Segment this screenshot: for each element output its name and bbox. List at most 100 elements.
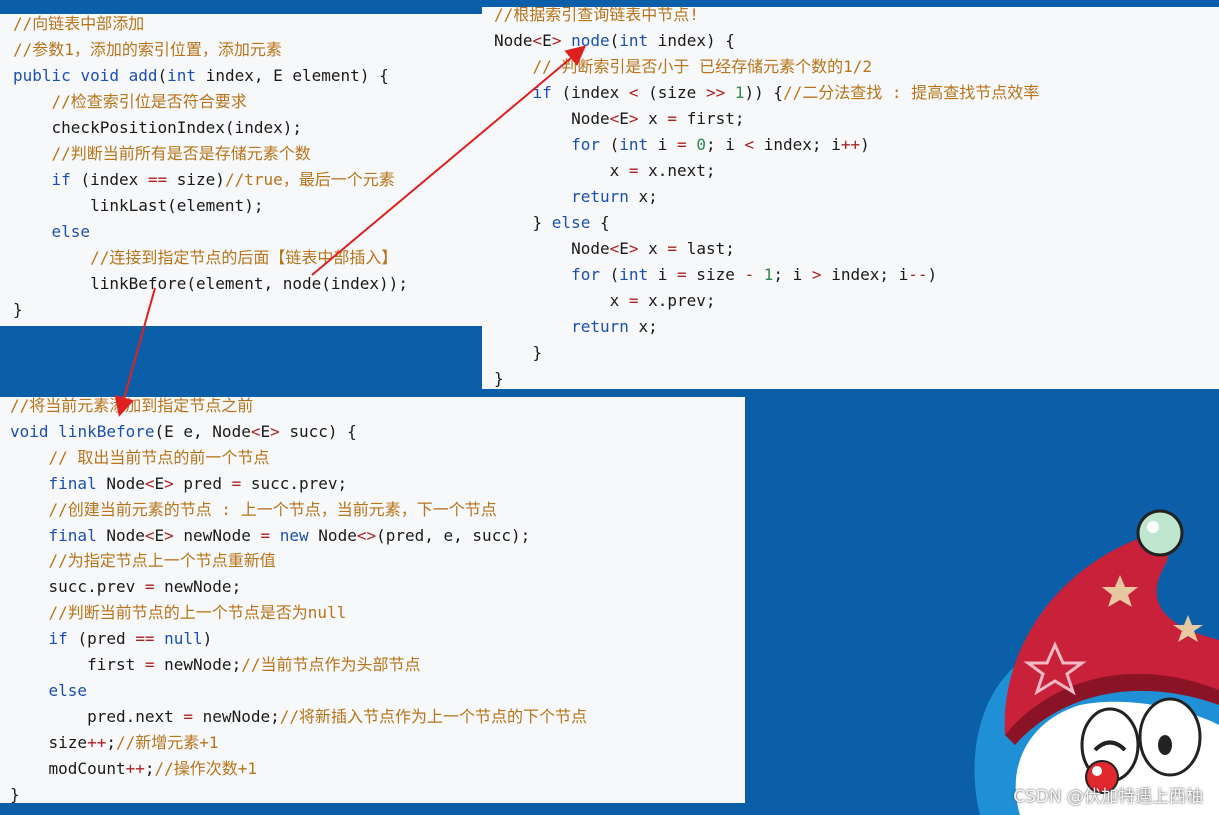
code-token: //根据索引查询链表中节点!: [494, 5, 699, 24]
code-token: else: [551, 213, 600, 232]
code-line: for (int i = size - 1; i > index; i--): [494, 262, 937, 288]
code-token: Node: [106, 473, 145, 493]
code-token: (: [609, 265, 620, 284]
code-token: <>: [356, 525, 377, 545]
code-line: for (int i = 0; i < index; i++): [494, 132, 870, 158]
code-line: x = x.next;: [494, 158, 716, 184]
code-line: checkPositionIndex(index);: [13, 115, 302, 141]
code-token: >>: [705, 83, 726, 102]
code-token: =: [260, 525, 271, 545]
code-token: new: [279, 525, 319, 545]
code-token: [13, 222, 52, 241]
code-token: ;: [144, 758, 155, 778]
code-token: int: [619, 265, 658, 284]
code-token: x: [638, 109, 668, 128]
code-line: //判断当前节点的上一个节点是否为null: [10, 600, 347, 626]
code-line: else: [10, 678, 88, 704]
code-token: //连接到指定节点的后面【链表中部插入】: [13, 248, 398, 267]
code-token: [687, 135, 697, 154]
code-token: if: [51, 170, 81, 189]
code-token: =: [667, 239, 678, 258]
code-token: //参数1，添加的索引位置，添加元素: [13, 40, 282, 59]
code-token: <: [250, 421, 261, 441]
code-token: newNode;: [193, 706, 280, 726]
code-panel-node-method: //根据索引查询链表中节点!Node<E> node(int index) { …: [482, 5, 1219, 392]
code-token: }: [494, 343, 543, 362]
code-token: //将当前元素添加到指定节点之前: [10, 396, 254, 415]
code-token: ++: [840, 135, 861, 154]
code-token: [10, 474, 49, 493]
code-token: ): [860, 135, 870, 154]
code-token: //向链表中部添加: [13, 14, 145, 33]
code-token: >: [270, 421, 280, 441]
code-token: last;: [677, 239, 735, 258]
code-token: >: [628, 239, 639, 258]
code-token: (index: [80, 170, 148, 189]
code-line: //参数1，添加的索引位置，添加元素: [13, 37, 282, 63]
code-token: if: [532, 83, 562, 102]
code-token: succ.prev: [10, 577, 145, 597]
code-token: i: [657, 135, 678, 154]
code-token: >: [628, 109, 639, 128]
code-token: i: [657, 265, 678, 284]
code-line: first = newNode;//当前节点作为头部节点: [10, 652, 420, 678]
code-token: //判断当前节点的上一个节点是否为null: [10, 603, 347, 623]
code-token: linkBefore(element, node(index));: [13, 274, 408, 293]
code-line: }: [494, 366, 504, 392]
code-token: add: [128, 66, 158, 85]
code-token: int: [619, 31, 658, 50]
code-token: x;: [638, 317, 658, 336]
code-token: for: [571, 135, 610, 154]
code-line: //将当前元素添加到指定节点之前: [10, 393, 253, 419]
code-token: void: [10, 421, 59, 441]
code-token: null: [164, 629, 203, 649]
code-token: linkBefore: [58, 421, 155, 441]
code-line: // 判断索引是否小于 已经存储元素个数的1/2: [494, 54, 872, 80]
code-token: (index: [561, 83, 629, 102]
code-token: ==: [147, 170, 168, 189]
code-token: size): [167, 170, 225, 189]
code-token: x.next;: [638, 161, 716, 180]
code-token: size: [10, 732, 88, 752]
code-token: (: [157, 66, 168, 85]
code-token: x: [638, 239, 668, 258]
code-token: =: [677, 135, 687, 154]
code-token: //检查索引位是否符合要求: [13, 92, 247, 111]
code-line: linkBefore(element, node(index));: [13, 271, 408, 297]
code-token: [10, 681, 49, 700]
code-token: //true，最后一个元素: [224, 170, 395, 189]
code-token: 1: [734, 83, 745, 102]
code-token: [494, 187, 571, 206]
code-token: -: [744, 265, 755, 284]
code-line: }: [10, 782, 20, 808]
code-token: //创建当前元素的节点 : 上一个节点，当前元素，下一个节点: [10, 499, 497, 519]
code-token: ): [927, 265, 938, 284]
code-token: <: [144, 473, 155, 493]
code-token: (size: [638, 83, 706, 102]
code-token: --: [908, 265, 928, 284]
code-line: Node<E> x = first;: [494, 106, 744, 132]
code-token: final: [48, 473, 107, 493]
code-token: >: [811, 265, 822, 284]
code-token: E: [260, 421, 271, 441]
code-token: =: [628, 161, 639, 180]
code-token: E: [154, 525, 165, 545]
code-token: ==: [135, 629, 155, 649]
code-token: }: [494, 213, 552, 232]
code-token: E: [619, 239, 629, 258]
code-token: succ.prev;: [241, 473, 348, 493]
code-token: ; i: [705, 135, 745, 154]
code-token: <: [144, 525, 155, 545]
code-token: [13, 170, 52, 189]
code-token: else: [51, 222, 91, 241]
code-token: final: [48, 525, 107, 545]
code-token: for: [571, 265, 610, 284]
code-token: ): [202, 629, 213, 649]
code-token: modCount: [10, 758, 126, 778]
code-token: [270, 526, 280, 545]
code-line: final Node<E> newNode = new Node<>(pred,…: [10, 523, 531, 549]
code-line: void linkBefore(E e, Node<E> succ) {: [10, 419, 357, 445]
code-token: ++: [125, 758, 145, 778]
code-token: //为指定节点上一个节点重新值: [10, 551, 276, 571]
code-token: <: [628, 83, 639, 102]
